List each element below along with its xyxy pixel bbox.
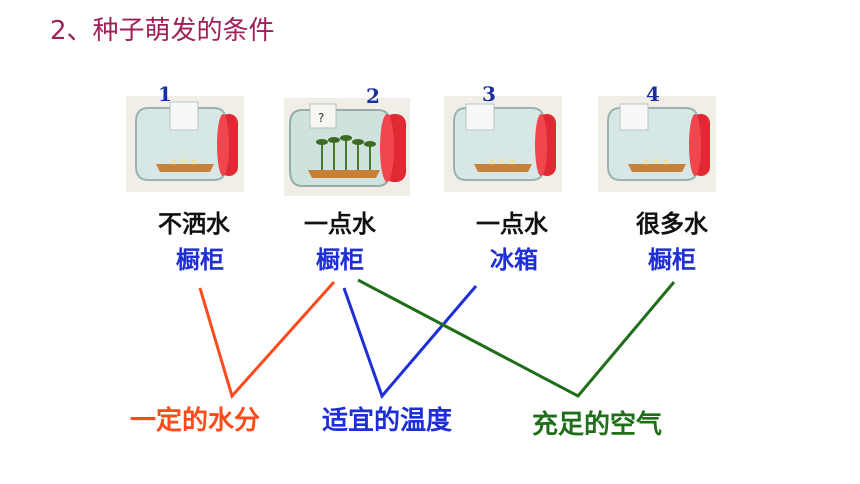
jar-4-location: 橱柜 [648,246,696,274]
jar-2-image: ? [284,98,410,196]
factor-air: 充足的空气 [532,410,663,440]
jar-3-location: 冰箱 [490,246,538,274]
jar-2-condition: 一点水 [304,210,376,238]
water-connector [198,280,336,400]
jar-1-location: 橱柜 [176,246,224,274]
jar-3-number: 3 [482,82,496,106]
jar-1-image [126,96,244,192]
jar-2-tag: ? [318,111,324,125]
jar-4-image [598,96,716,192]
jar-3-condition: 一点水 [476,210,548,238]
jar-4-condition: 很多水 [636,210,708,238]
jar-1-number: 1 [158,82,172,106]
jar-4-number: 4 [646,82,660,106]
temperature-connector [342,285,478,399]
page-title: 2、种子萌发的条件 [50,16,275,46]
jar-3-image [444,96,562,192]
factor-temperature: 适宜的温度 [322,406,453,436]
jar-2-location: 橱柜 [316,246,364,274]
jar-2-number: 2 [366,84,380,108]
air-connector [357,278,676,398]
factor-water: 一定的水分 [130,406,261,436]
jar-1-condition: 不洒水 [158,210,230,238]
